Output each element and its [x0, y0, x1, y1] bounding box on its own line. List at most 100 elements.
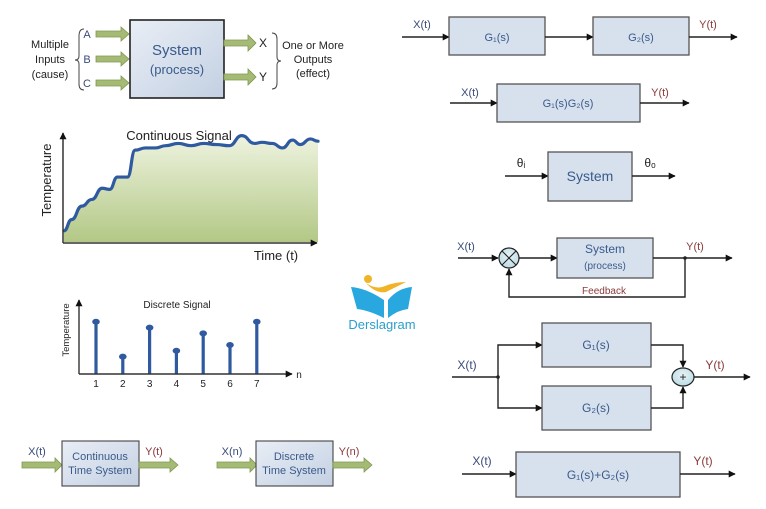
feedback-system-title: System [585, 242, 625, 256]
input-b-arrow-icon [95, 51, 130, 67]
continuous-signal-chart: Continuous Signal Temperature Time (t) [39, 128, 320, 263]
series-equiv-label: G₁(s)G₂(s) [543, 98, 594, 110]
outputs-brace-icon [271, 32, 282, 90]
parallel-equiv-output-label: Y(t) [693, 454, 712, 468]
feedback-output-label: Y(t) [686, 241, 704, 253]
series-g1-label: G₁(s) [484, 32, 509, 44]
parallel-lower-wire [497, 377, 543, 412]
parallel-g1-box [541, 322, 652, 368]
feedback-label: Feedback [582, 286, 627, 297]
adder-junction-icon: + [671, 367, 695, 387]
mimo-system-subtitle: (process) [150, 62, 204, 77]
ct-input-arrow-icon [21, 457, 63, 473]
dt-output-label: Y(n) [339, 446, 360, 458]
discrete-x-tick-label: 5 [200, 379, 206, 390]
inputs-label-line2: Inputs [35, 54, 65, 66]
inputs-label-line1: Multiple [31, 39, 69, 51]
dt-system-title-line2: Time System [262, 465, 326, 477]
logo-book-right-page-icon [388, 287, 412, 318]
dt-system-title-line1: Discrete [274, 451, 314, 463]
feedback-path-wire [505, 258, 686, 298]
inputs-brace-icon [74, 28, 85, 91]
parallel-upper-wire [497, 341, 543, 377]
parallel-output-label: Y(t) [705, 358, 724, 372]
dt-input-arrow-icon [216, 457, 258, 473]
dt-output-arrow-icon [332, 457, 373, 473]
discrete-x-tick-label: 2 [120, 379, 126, 390]
discrete-x-tick-label: 7 [254, 379, 260, 390]
ct-system-title-line1: Continuous [72, 451, 128, 463]
derslagram-logo: Derslagram [348, 275, 416, 332]
output-y-arrow-icon [223, 68, 257, 86]
parallel-g2-out-wire [651, 386, 687, 409]
series-g2-label: G₂(s) [628, 32, 654, 44]
output-x-arrow-icon [223, 34, 257, 52]
discrete-x-tick-label: 3 [147, 379, 153, 390]
discrete-stem-marker [199, 330, 207, 337]
discrete-x-tick-label: 6 [227, 379, 233, 390]
continuous-time-system-diagram: X(t) Continuous Time System Y(t) [21, 440, 179, 487]
inputs-label-line3: (cause) [32, 69, 69, 81]
feedback-system-diagram: X(t) System (process) Y(t) Feedback [457, 237, 733, 298]
parallel-equiv-label: G₁(s)+G₂(s) [567, 468, 629, 482]
input-a-arrow-icon [95, 26, 130, 42]
output-y-label: Y [259, 70, 267, 84]
continuous-signal-line [62, 134, 320, 233]
mimo-system-title: System [152, 42, 202, 59]
ct-output-label: Y(t) [145, 446, 163, 458]
parallel-equiv-input-label: X(t) [472, 454, 491, 468]
parallel-g2-box [541, 385, 652, 431]
discrete-stem-marker [252, 318, 261, 325]
outputs-label-line1: One or More [282, 40, 344, 52]
simple-input-label: θᵢ [517, 156, 526, 170]
series-g2-box [592, 16, 690, 56]
series-equivalent-diagram: X(t) G₁(s)G₂(s) Y(t) [450, 83, 690, 123]
discrete-stem-marker [92, 318, 100, 325]
input-b-label: B [83, 54, 90, 66]
input-a-label: A [83, 29, 91, 41]
logo-text: Derslagram [348, 317, 415, 332]
dt-input-label: X(n) [222, 446, 243, 458]
series-equiv-input-label: X(t) [461, 87, 479, 99]
outputs-label-line3: (effect) [296, 68, 330, 80]
parallel-blocks-diagram: X(t) G₁(s) G₂(s) + Y(t) [452, 322, 751, 431]
adder-sign: + [679, 370, 686, 384]
continuous-chart-title: Continuous Signal [126, 128, 232, 143]
discrete-x-tick-label: 4 [174, 379, 180, 390]
simple-system-diagram: θᵢ System θₒ [505, 151, 676, 202]
simple-system-label: System [567, 168, 614, 184]
feedback-input-label: X(t) [457, 241, 475, 253]
ct-system-title-line2: Time System [68, 465, 132, 477]
mimo-system-box [129, 19, 225, 99]
ct-output-arrow-icon [138, 457, 179, 473]
series-blocks-diagram: X(t) G₁(s) G₂(s) Y(t) [402, 16, 738, 56]
parallel-input-label: X(t) [457, 358, 476, 372]
feedback-system-box [556, 237, 654, 279]
ct-input-label: X(t) [28, 446, 46, 458]
discrete-chart-title: Discrete Signal [143, 300, 210, 311]
parallel-g2-label: G₂(s) [582, 401, 610, 415]
continuous-y-label: Temperature [39, 144, 54, 217]
discrete-stem-marker [119, 353, 127, 360]
summing-junction-icon [498, 247, 520, 269]
logo-book-top-icon [366, 282, 406, 293]
parallel-equivalent-diagram: X(t) G₁(s)+G₂(s) Y(t) [462, 451, 736, 498]
discrete-stem-marker [172, 347, 181, 354]
series-equiv-output-label: Y(t) [651, 87, 669, 99]
mimo-system-diagram: Multiple Inputs (cause) A B C System (pr… [31, 19, 344, 99]
feedback-system-subtitle: (process) [584, 261, 626, 272]
input-c-arrow-icon [95, 75, 130, 91]
parallel-g1-out-wire [651, 344, 687, 368]
continuous-signal-area [64, 135, 318, 242]
ct-system-box [61, 440, 140, 487]
series-g1-box [448, 16, 546, 56]
series-output-label: Y(t) [699, 19, 717, 31]
input-c-label: C [83, 78, 91, 90]
discrete-stem-marker [226, 342, 234, 348]
continuous-x-label: Time (t) [254, 248, 298, 263]
output-x-label: X [259, 36, 267, 50]
discrete-x-tick-label: 1 [93, 379, 99, 390]
series-input-label: X(t) [413, 19, 431, 31]
